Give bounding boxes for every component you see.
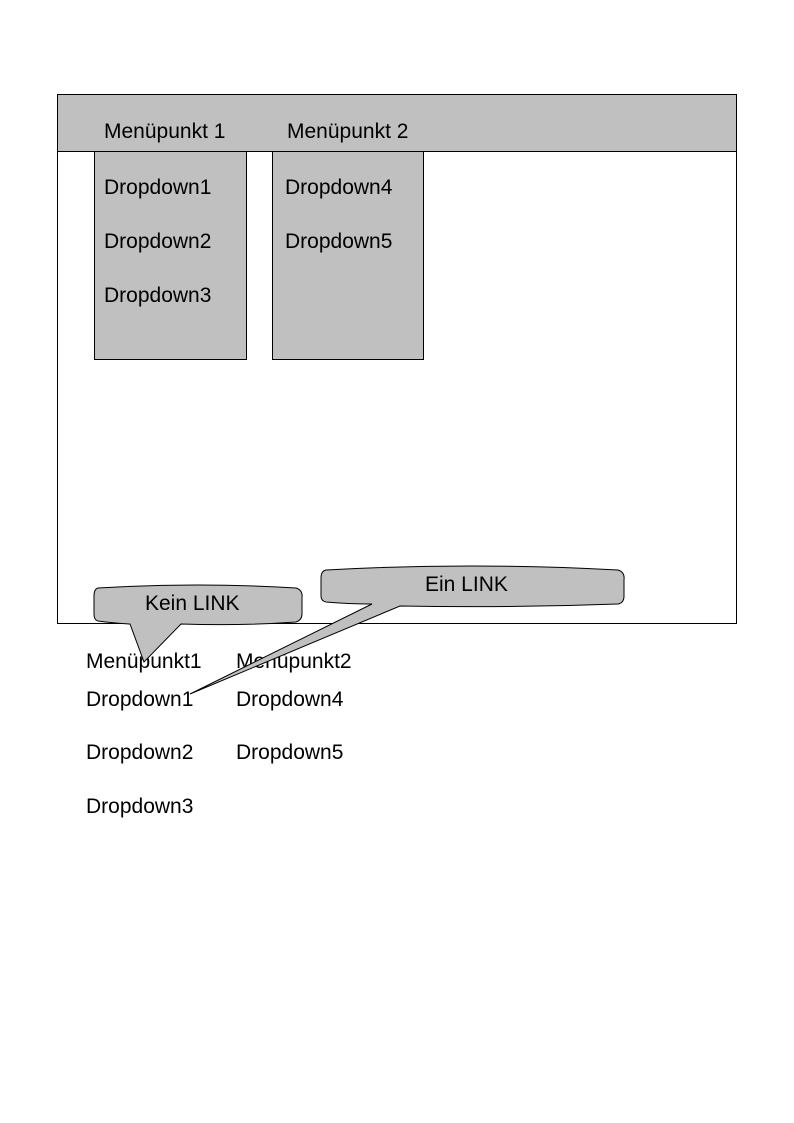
callout-no-link-text: Kein LINK [145,592,240,615]
dropdown-item-4[interactable]: Dropdown4 [285,176,393,199]
dropdown-item-5[interactable]: Dropdown5 [285,230,393,253]
menu-bar [57,94,737,152]
menu-item-2[interactable]: Menüpunkt 2 [287,120,409,143]
dropdown-item-3[interactable]: Dropdown3 [104,284,212,307]
plain-item-5: Dropdown5 [236,741,344,764]
dropdown-menu-1 [94,151,247,360]
menu-item-1[interactable]: Menüpunkt 1 [104,120,226,143]
plain-item-2: Dropdown2 [86,741,194,764]
plain-item-3: Dropdown3 [86,795,194,818]
plain-heading-2: Menüpunkt2 [236,650,352,673]
callout-link-text: Ein LINK [425,573,508,596]
plain-item-1: Dropdown1 [86,688,194,711]
dropdown-menu-2 [272,151,424,360]
dropdown-item-1[interactable]: Dropdown1 [104,176,212,199]
plain-item-4: Dropdown4 [236,688,344,711]
dropdown-item-2[interactable]: Dropdown2 [104,230,212,253]
plain-heading-1: Menüpunkt1 [86,650,202,673]
